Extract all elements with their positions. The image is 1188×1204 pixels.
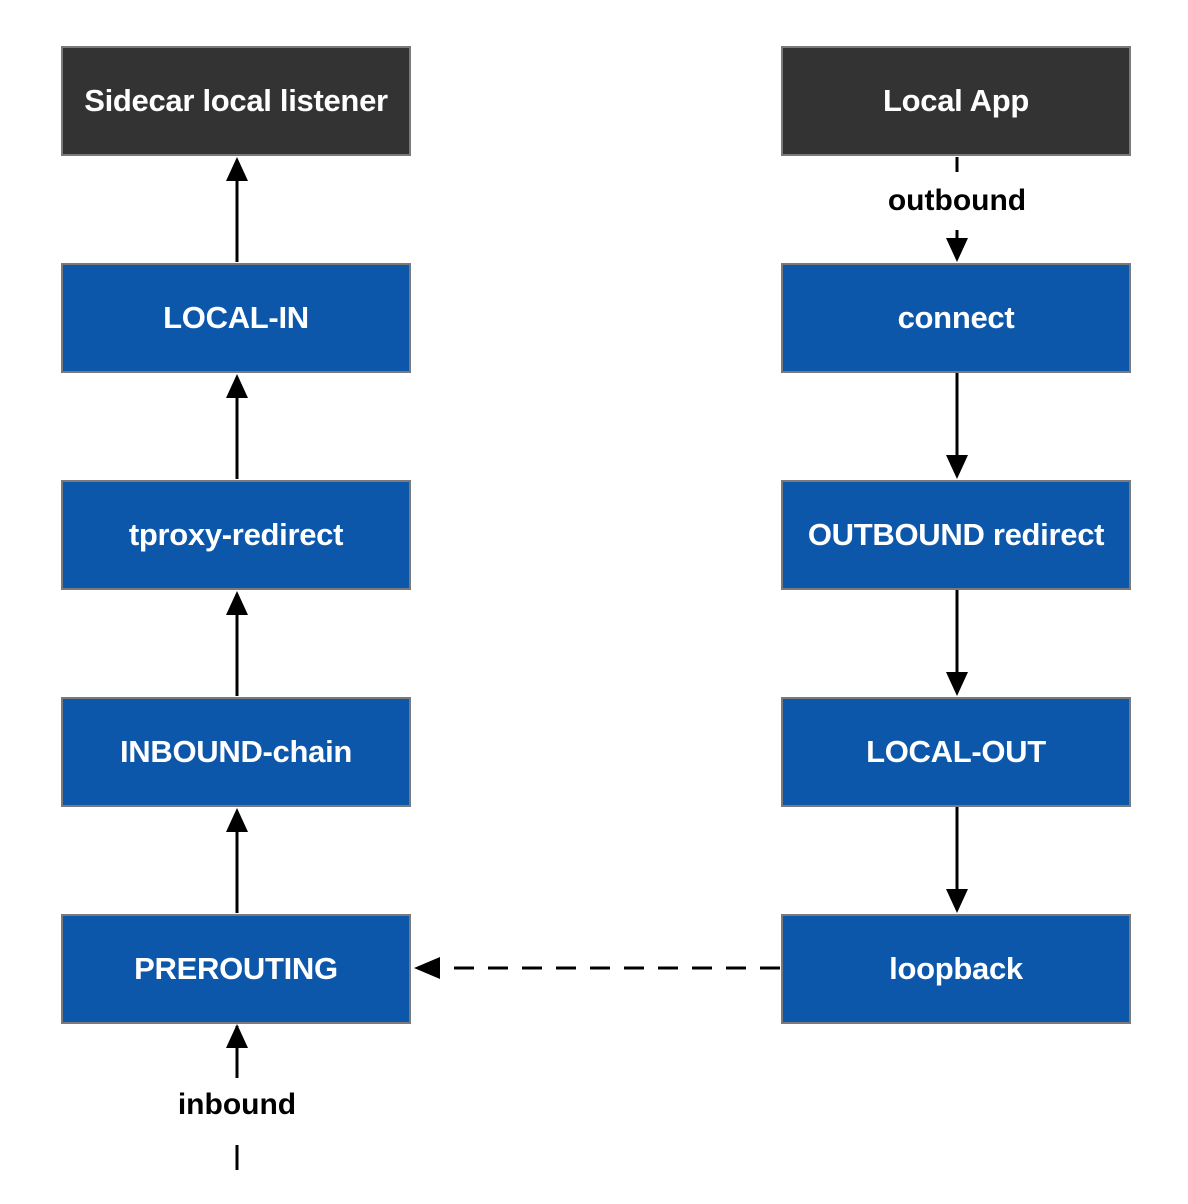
node-tproxy-redirect: tproxy-redirect xyxy=(61,480,411,590)
node-local-in: LOCAL-IN xyxy=(61,263,411,373)
node-connect: connect xyxy=(781,263,1131,373)
node-loopback: loopback xyxy=(781,914,1131,1024)
edge-label-outbound: outbound xyxy=(867,184,1047,218)
node-outbound-redirect: OUTBOUND redirect xyxy=(781,480,1131,590)
node-label: LOCAL-IN xyxy=(163,300,309,335)
arrowhead-into-sidecar-listener xyxy=(226,157,248,181)
arrowhead-into-inbound-chain xyxy=(226,808,248,832)
node-label: tproxy-redirect xyxy=(128,517,344,552)
node-label: PREROUTING xyxy=(134,951,338,986)
node-label: loopback xyxy=(889,951,1023,986)
arrowhead-into-outbound-redirect xyxy=(946,455,968,479)
arrowhead-into-local-out xyxy=(946,672,968,696)
edge-label-inbound: inbound xyxy=(157,1088,317,1122)
node-label: INBOUND-chain xyxy=(119,734,353,769)
node-inbound-chain: INBOUND-chain xyxy=(61,697,411,807)
arrowhead-into-connect xyxy=(946,238,968,262)
node-local-out: LOCAL-OUT xyxy=(781,697,1131,807)
node-label: Local App xyxy=(883,83,1029,118)
node-label: OUTBOUND redirect xyxy=(807,517,1105,552)
node-prerouting: PREROUTING xyxy=(61,914,411,1024)
node-label: connect xyxy=(897,300,1015,335)
arrowhead-into-local-in xyxy=(226,374,248,398)
node-label: LOCAL-OUT xyxy=(866,734,1046,769)
node-sidecar-local-listener: Sidecar local listener xyxy=(61,46,411,156)
arrowhead-loopback-into-prerouting xyxy=(414,957,440,979)
arrowhead-into-tproxy-redirect xyxy=(226,591,248,615)
node-label: Sidecar local listener xyxy=(84,83,388,118)
node-local-app: Local App xyxy=(781,46,1131,156)
arrowhead-into-prerouting xyxy=(226,1024,248,1048)
arrowhead-into-loopback xyxy=(946,889,968,913)
